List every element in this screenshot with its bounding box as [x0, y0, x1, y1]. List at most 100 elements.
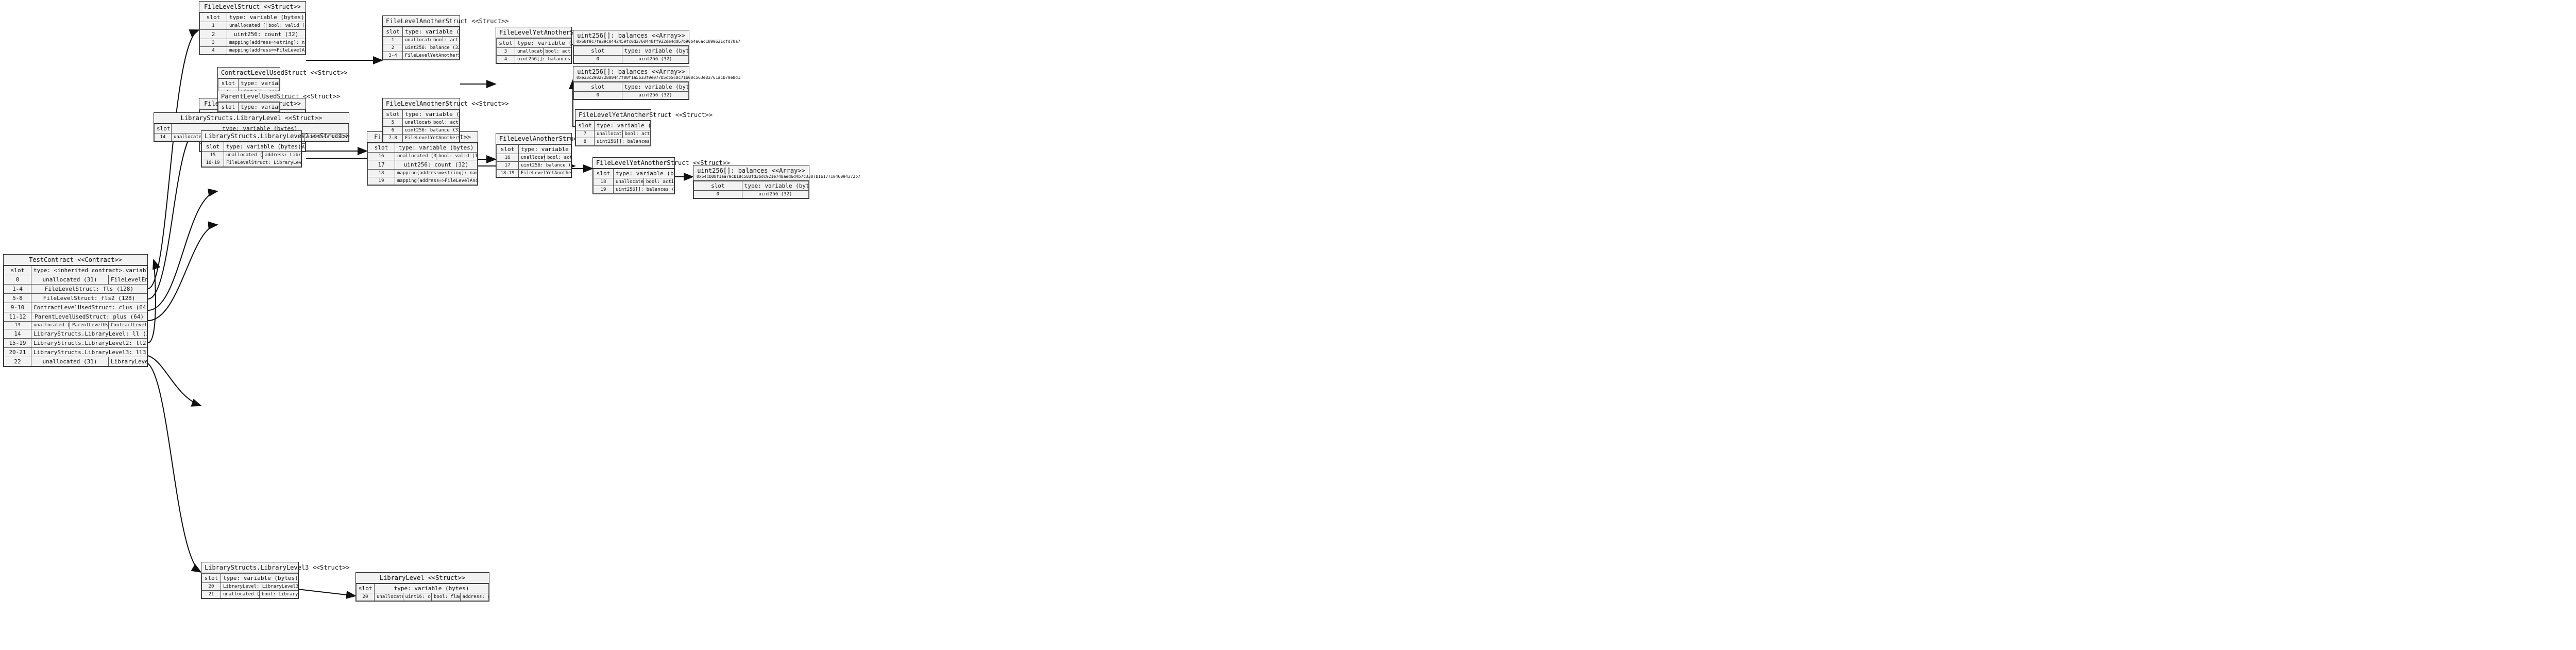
col-type: type: variable (bytes) — [621, 46, 689, 56]
node-title: uint256[]: balances <<Array>> — [577, 68, 685, 75]
table-header-row: slot type: <inherited contract>.variable… — [4, 265, 147, 275]
table-row: 4 uint256[]: balances (32) — [496, 55, 571, 63]
table-header-row: slot type: variable (bytes) — [201, 573, 298, 583]
node-title: LibraryStructs.LibraryLevel2 <<Struct>> — [201, 131, 350, 142]
cell-value: uint256: balance (32) — [402, 126, 460, 135]
col-type: type: variable (bytes) — [224, 142, 301, 152]
storage-table: slot type: variable (bytes) 5 unallocate… — [383, 109, 460, 142]
cell-value: FileLevelYetAnotherStruct: fyos (64) — [402, 52, 460, 60]
col-type: type: variable (bytes) — [238, 78, 280, 88]
storage-table: slot type: variable (bytes) 20 LibraryLe… — [201, 573, 298, 598]
table-row: 0 uint256 (32) — [573, 55, 689, 63]
cell-slot: 1 — [199, 22, 227, 30]
node-balances-array-2[interactable]: uint256[]: balances <<Array>> 0xe33c2902… — [573, 66, 740, 100]
node-title: ContractLevelUsedStruct <<Struct>> — [218, 68, 348, 78]
table-row: 19 uint256[]: balances (32) — [593, 186, 674, 194]
col-slot: slot — [199, 12, 227, 22]
col-type: type: variable (bytes) — [515, 38, 571, 48]
cell-value: mapping(address=>string): names (32) — [395, 169, 478, 177]
table-row: 0 unallocated (31) FileLevelEnum: status… — [4, 275, 147, 285]
cell-value: bool: active (1) — [543, 47, 571, 56]
cell-slot: 6 — [383, 126, 403, 135]
table-row: 4 mapping(address=>FileLevelAnotherStruc… — [199, 46, 306, 55]
node-storage-slot-hash: 0x54cb08f1aa79cb18c583fd3bdc921e748aed6d… — [693, 174, 860, 181]
col-slot: slot — [218, 78, 239, 88]
cell-value: ContractLevelUsedEnum: clue (1) — [108, 321, 147, 329]
cell-value: unallocated (31) — [221, 590, 260, 598]
node-balances-array-1[interactable]: uint256[]: balances <<Array>> 0x68f9c7fa… — [573, 30, 740, 64]
cell-value: uint256 (32) — [621, 55, 689, 63]
node-library-level-2[interactable]: LibraryStructs.LibraryLevel2 <<Struct>> … — [201, 130, 350, 168]
cell-value: LibraryLevel: LibraryLevel3.ll (32) — [221, 582, 298, 591]
table-header-row: slot type: variable (bytes) — [573, 82, 689, 92]
node-file-level-another-struct-3[interactable]: FileLevelAnotherStruct <<Struct>> slot t… — [496, 133, 622, 178]
node-title: FileLevelAnotherStruct <<Struct>> — [496, 134, 622, 144]
storage-table: slot type: variable (bytes) 15 unallocat… — [201, 142, 301, 167]
col-slot: slot — [383, 109, 403, 119]
cell-slot: 21 — [201, 590, 221, 598]
cell-slot: 13 — [4, 321, 31, 329]
table-row: 15-19 LibraryStructs.LibraryLevel2: ll2 … — [4, 338, 147, 348]
node-title: FileLevelYetAnotherStruct <<Struct>> — [575, 110, 713, 121]
node-storage-slot-hash: 0xe33c290272880447f00f1a5b33f9e077b5cb5c… — [573, 75, 740, 82]
node-test-contract[interactable]: TestContract <<Contract>> slot type: <in… — [3, 254, 148, 367]
col-slot: slot — [201, 573, 221, 583]
col-type: type: variable (bytes) — [741, 181, 809, 191]
cell-slot: 19 — [367, 177, 395, 185]
col-type: type: variable (bytes) — [395, 143, 478, 153]
cell-value: FileLevelStruct: fls2 (128) — [31, 293, 147, 303]
cell-slot: 5-8 — [4, 293, 31, 303]
table-row: 21 unallocated (31) bool: LibraryLevel3.… — [201, 590, 298, 598]
col-slot: slot — [383, 27, 403, 37]
col-type: type: variable (bytes) — [374, 584, 489, 593]
node-file-level-yet-another-struct-2[interactable]: FileLevelYetAnotherStruct <<Struct>> slo… — [575, 109, 713, 146]
table-row: 20 unallocated (9) uint16: count (2) boo… — [356, 593, 489, 601]
col-type: type: <inherited contract>.variable (byt… — [31, 265, 147, 275]
col-slot: slot — [4, 265, 31, 275]
cell-slot: 1 — [383, 36, 403, 44]
cell-slot: 17 — [496, 161, 519, 170]
node-balances-array-3[interactable]: uint256[]: balances <<Array>> 0x54cb08f1… — [693, 165, 860, 199]
cell-value: unallocated (31) — [402, 36, 431, 44]
table-header-row: slot type: variable (bytes) — [496, 144, 571, 154]
table-row: 17 uint256: count (32) — [367, 160, 478, 170]
cell-slot: 18-19 — [496, 169, 519, 177]
col-slot: slot — [367, 143, 395, 153]
node-file-level-struct-1[interactable]: FileLevelStruct <<Struct>> slot type: va… — [199, 1, 306, 55]
cell-slot: 5 — [383, 119, 403, 127]
cell-slot: 4 — [496, 55, 515, 63]
node-file-level-yet-another-struct-1[interactable]: FileLevelYetAnotherStruct <<Struct>> slo… — [496, 27, 633, 64]
col-type: type: variable (bytes) — [227, 12, 306, 22]
table-header-row: slot type: variable (bytes) — [367, 143, 478, 153]
table-row: 1-4 FileLevelStruct: fls (128) — [4, 284, 147, 294]
table-row: 7-8 FileLevelYetAnotherStruct: fyos (64) — [383, 134, 460, 142]
node-title: FileLevelYetAnotherStruct <<Struct>> — [593, 158, 730, 169]
node-library-level-leaf[interactable]: LibraryLevel <<Struct>> slot type: varia… — [355, 572, 489, 602]
cell-value: LibraryStructs.LibraryLevel: ll (32) — [31, 329, 147, 339]
storage-table: slot type: variable (bytes) 1 unallocate… — [383, 27, 460, 60]
cell-slot: 20 — [201, 582, 221, 591]
table-row: 15 unallocated (12) address: LibraryLeve… — [201, 151, 301, 159]
node-title: TestContract <<Contract>> — [4, 255, 147, 265]
cell-slot: 14 — [4, 329, 31, 339]
node-title: ParentLevelUsedStruct <<Struct>> — [218, 91, 340, 102]
node-file-level-another-struct-1[interactable]: FileLevelAnotherStruct <<Struct>> slot t… — [382, 15, 509, 60]
cell-value: uint256 (32) — [621, 91, 689, 99]
node-file-level-another-struct-2[interactable]: FileLevelAnotherStruct <<Struct>> slot t… — [382, 98, 509, 143]
cell-value: uint256[]: balances (32) — [515, 55, 571, 63]
cell-slot: 22 — [4, 357, 31, 366]
cell-value: FileLevelStruct: fls (128) — [31, 284, 147, 294]
node-storage-slot-hash: 0x68f9c7fa29c0442459fc0d2760448ff932de4d… — [573, 39, 740, 46]
table-row: 3 mapping(address=>string): names (32) — [199, 39, 306, 47]
col-slot: slot — [693, 181, 742, 191]
node-file-level-yet-another-struct-3[interactable]: FileLevelYetAnotherStruct <<Struct>> slo… — [592, 157, 730, 194]
cell-slot: 14 — [154, 133, 172, 141]
table-row: 2 uint256: count (32) — [199, 29, 306, 39]
table-row: 16 unallocated (31) bool: active (1) — [496, 154, 571, 162]
node-library-level-3[interactable]: LibraryStructs.LibraryLevel3 <<Struct>> … — [201, 562, 350, 599]
table-row: 2 uint256: balance (32) — [383, 44, 460, 52]
col-slot: slot — [154, 124, 172, 134]
col-slot: slot — [218, 102, 239, 112]
table-header-row: slot type: variable (bytes) — [575, 121, 651, 130]
table-row: 18 unallocated (31) bool: active (1) — [593, 178, 674, 186]
